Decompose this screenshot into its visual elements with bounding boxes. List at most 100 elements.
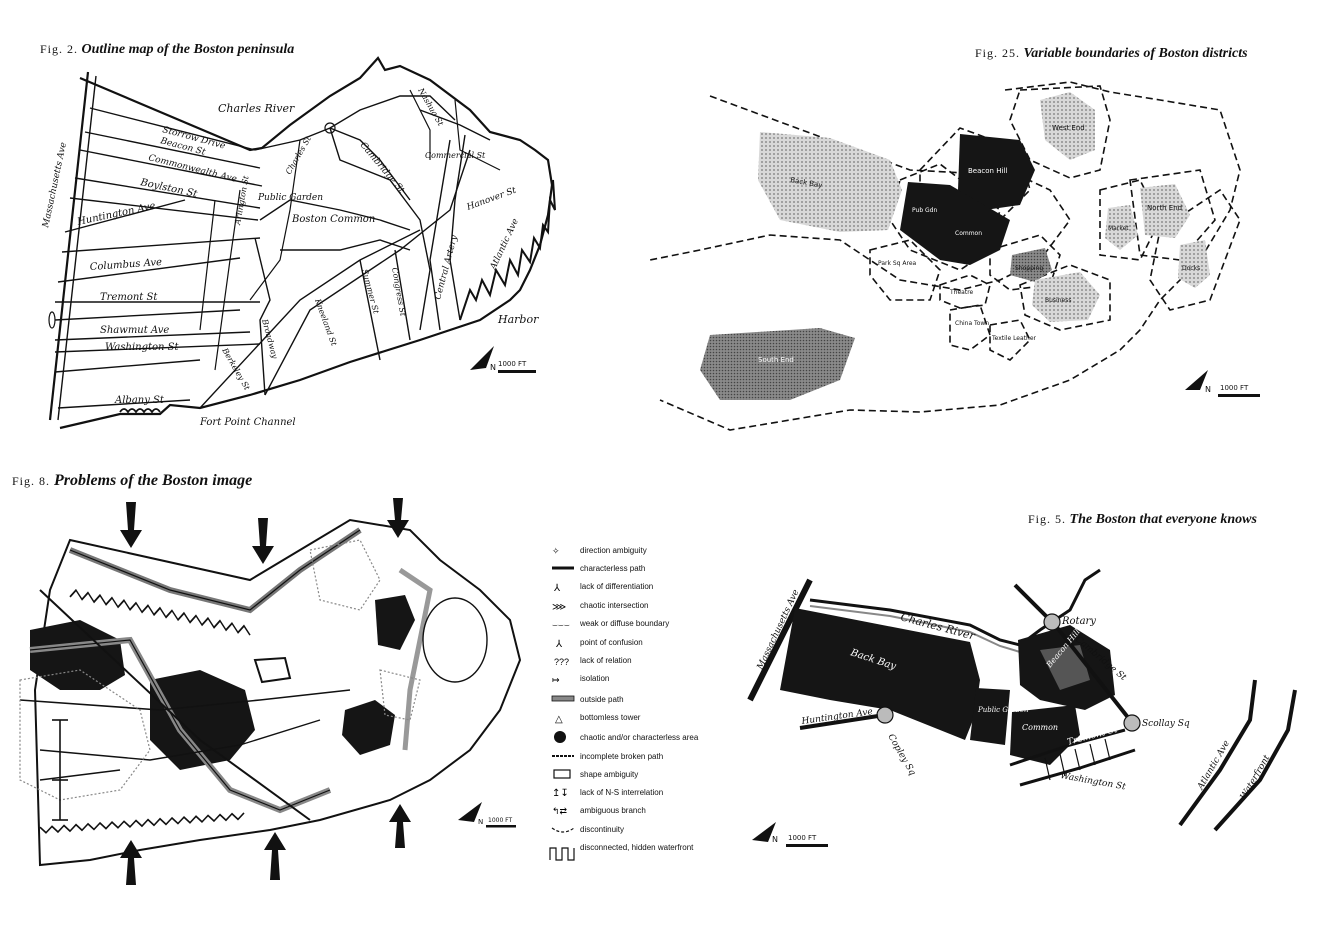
svg-text:Pub Gdn: Pub Gdn <box>912 207 937 214</box>
svg-text:South End: South End <box>758 356 794 364</box>
fig2-mass-ave <box>48 71 90 421</box>
svg-text:China Town: China Town <box>955 320 989 327</box>
svg-text:West End: West End <box>1052 124 1085 132</box>
svg-text:Central Artery: Central Artery <box>433 233 460 300</box>
legend-chaotic-area-icon <box>554 731 566 743</box>
svg-text:Massachusetts Ave: Massachusetts Ave <box>41 141 69 229</box>
svg-text:Cambridge St: Cambridge St <box>358 141 407 196</box>
fig5-mass-ave <box>747 578 813 702</box>
fig2-harbor: Harbor <box>497 313 539 326</box>
svg-text:isolation: isolation <box>580 674 609 683</box>
svg-text:Market: Market <box>1108 225 1129 232</box>
fig5-back-bay <box>780 608 980 740</box>
fig8-label: Fig. 8. <box>12 474 51 488</box>
svg-text:chaotic and/or characterless a: chaotic and/or characterless area <box>580 733 699 742</box>
svg-text:Commonwealth Ave: Commonwealth Ave <box>147 153 237 185</box>
svg-text:Business: Business <box>1045 297 1071 304</box>
svg-text:Columbus Ave: Columbus Ave <box>89 257 162 273</box>
fig2-map: Charles River Storrow Drive Beacon St Co… <box>41 56 556 430</box>
legend-item: ✧direction ambiguity <box>552 546 647 556</box>
fig5-title: The Boston that everyone knows <box>1069 512 1257 527</box>
fig5-caption: Fig. 5. The Boston that everyone knows <box>1028 512 1257 528</box>
svg-text:Huntington Ave: Huntington Ave <box>75 201 156 229</box>
fig5-scollay <box>1123 714 1141 732</box>
svg-text:weak or diffuse boundary: weak or diffuse boundary <box>579 619 669 628</box>
fig2-harbor-edge <box>459 179 556 321</box>
svg-text:Boylston St: Boylston St <box>138 177 199 200</box>
svg-text:Park Sq Area: Park Sq Area <box>878 260 917 267</box>
svg-text:Berkeley St: Berkeley St <box>220 346 252 393</box>
svg-text:Fort Point Channel: Fort Point Channel <box>199 417 296 428</box>
svg-text:Copley Sq: Copley Sq <box>885 733 917 778</box>
fig25-title: Variable boundaries of Boston districts <box>1023 46 1248 61</box>
svg-text:point of confusion: point of confusion <box>580 638 643 647</box>
svg-text:Public Garden: Public Garden <box>257 193 323 203</box>
legend-relation-icon: ??? <box>554 657 569 667</box>
svg-text:Beacon Hill: Beacon Hill <box>968 167 1007 175</box>
svg-text:shape ambiguity: shape ambiguity <box>580 770 638 779</box>
svg-text:lack of N-S interrelation: lack of N-S interrelation <box>580 788 663 797</box>
legend-discontinuity-icon <box>551 827 575 833</box>
svg-text:lack of differentiation: lack of differentiation <box>580 582 653 591</box>
fig2-scale-bar <box>498 370 536 373</box>
svg-text:Waterfront: Waterfront <box>1239 753 1273 801</box>
fig5-copley <box>876 706 894 724</box>
svg-text:Shawmut Ave: Shawmut Ave <box>100 325 169 336</box>
svg-text:Commercial St: Commercial St <box>425 151 486 160</box>
fig8-north-arrow-icon <box>458 802 482 822</box>
svg-text:Hanover St: Hanover St <box>465 186 518 214</box>
fig2-title: Outline map of the Boston peninsula <box>81 42 295 57</box>
svg-text:Common: Common <box>955 230 982 237</box>
legend-weak-boundary-icon: ⌣⌣⌣ <box>552 620 570 630</box>
svg-text:Boston Common: Boston Common <box>291 214 375 225</box>
fig8-legend: ✧direction ambiguity characterless path … <box>549 546 699 861</box>
svg-text:N: N <box>478 818 483 826</box>
svg-text:Washington St: Washington St <box>1059 771 1126 792</box>
svg-text:1000 FT: 1000 FT <box>1220 384 1249 392</box>
fig5-north-arrow-icon <box>752 822 776 842</box>
legend-confusion-icon: ⅄ <box>555 639 563 650</box>
svg-text:North End: North End <box>1147 204 1182 212</box>
fig5-rotary <box>1043 613 1061 631</box>
fig25-map: Back Bay Beacon Hill West End North End … <box>649 81 1260 431</box>
fig2-label: Fig. 2. <box>40 42 79 56</box>
svg-text:1000 FT: 1000 FT <box>788 834 817 842</box>
fig25-caption: Fig. 25. Variable boundaries of Boston d… <box>975 46 1248 62</box>
legend-shape-ambiguity-icon <box>553 769 571 779</box>
svg-text:Summer St: Summer St <box>360 268 381 315</box>
fig2-caption: Fig. 2. Outline map of the Boston penins… <box>40 42 294 58</box>
fig8-arrows <box>120 498 411 885</box>
fig8-scale-bar <box>486 825 516 828</box>
legend-waterfront-icon <box>549 847 575 861</box>
svg-text:Congress St: Congress St <box>390 267 408 318</box>
svg-text:Atlantic Ave: Atlantic Ave <box>488 217 521 272</box>
fig2-rotary <box>324 122 336 134</box>
svg-text:1000 FT: 1000 FT <box>498 360 527 368</box>
svg-text:N: N <box>1205 385 1211 394</box>
svg-text:Kneeland St: Kneeland St <box>313 297 339 348</box>
svg-text:Theatre: Theatre <box>949 289 974 296</box>
svg-text:incomplete broken path: incomplete broken path <box>580 752 663 761</box>
svg-text:chaotic intersection: chaotic intersection <box>580 601 648 610</box>
svg-text:Tremont St: Tremont St <box>100 292 158 303</box>
fig2-north-arrow-icon <box>470 346 494 370</box>
fig25-label: Fig. 25. <box>975 46 1021 60</box>
fig5-scale-bar <box>786 844 828 847</box>
svg-text:Atlantic Ave: Atlantic Ave <box>1195 739 1232 792</box>
svg-text:Docks: Docks <box>1182 265 1200 272</box>
fig5-label: Fig. 5. <box>1028 512 1067 526</box>
fig8-caption: Fig. 8. Problems of the Boston image <box>12 472 252 490</box>
legend-isolation-icon: ↦ <box>552 675 560 685</box>
svg-text:1000 FT: 1000 FT <box>488 817 513 824</box>
svg-text:Textile Leather: Textile Leather <box>991 335 1037 342</box>
svg-text:ambiguous branch: ambiguous branch <box>580 806 646 815</box>
svg-text:outside path: outside path <box>580 695 624 704</box>
svg-text:bottomless tower: bottomless tower <box>580 713 641 722</box>
svg-text:Rotary: Rotary <box>1061 616 1096 627</box>
svg-text:N: N <box>490 363 496 372</box>
fig5-map: Charles River Massachusetts Ave Back Bay… <box>747 568 1297 847</box>
legend-branch-icon: ↰⇄ <box>552 806 568 816</box>
svg-text:Public Garden: Public Garden <box>977 706 1029 714</box>
fig8-map: N 1000 FT ✧direction ambiguity character… <box>19 498 699 885</box>
fig25-scale-bar <box>1218 394 1260 397</box>
